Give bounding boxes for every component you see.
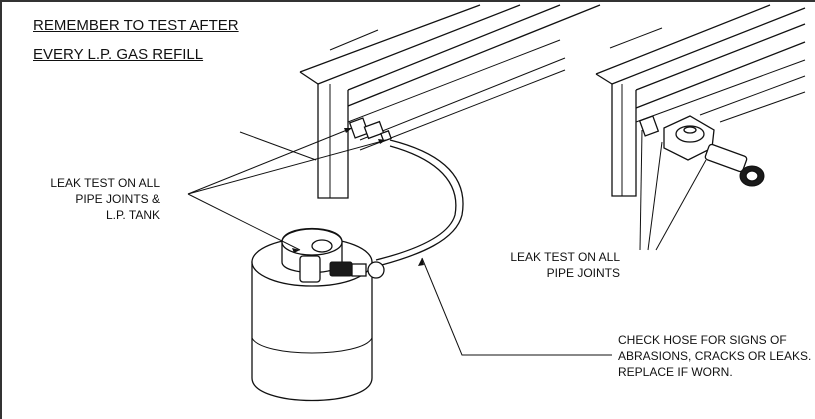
top-border xyxy=(0,0,815,2)
left-border xyxy=(0,0,2,419)
callout-left-line-1: LEAK TEST ON ALL xyxy=(50,176,160,190)
right-regulator xyxy=(638,115,765,187)
heading-line-1: REMEMBER TO TEST AFTER xyxy=(33,17,239,34)
callout-hose-line-2: ABRASIONS, CRACKS OR LEAKS. xyxy=(618,349,812,363)
callout-left-line-2: PIPE JOINTS & xyxy=(75,192,160,206)
left-leader-lines xyxy=(187,127,387,253)
callout-left-line-3: L.P. TANK xyxy=(105,208,160,222)
heading-line-2: EVERY L.P. GAS REFILL xyxy=(33,46,204,63)
callout-right-line-1: LEAK TEST ON ALL xyxy=(510,250,620,264)
callout-right-line-2: PIPE JOINTS xyxy=(546,266,620,280)
left-grill-frame xyxy=(239,4,601,199)
gas-hose xyxy=(375,139,464,267)
hose-leader-line xyxy=(418,257,612,356)
callout-hose-line-3: REPLACE IF WORN. xyxy=(618,365,733,379)
lp-tank xyxy=(251,227,385,402)
right-grill-frame xyxy=(595,4,806,197)
right-leader-lines xyxy=(639,129,707,251)
left-valve-fitting xyxy=(348,117,392,142)
callout-hose-line-1: CHECK HOSE FOR SIGNS OF xyxy=(618,333,787,347)
